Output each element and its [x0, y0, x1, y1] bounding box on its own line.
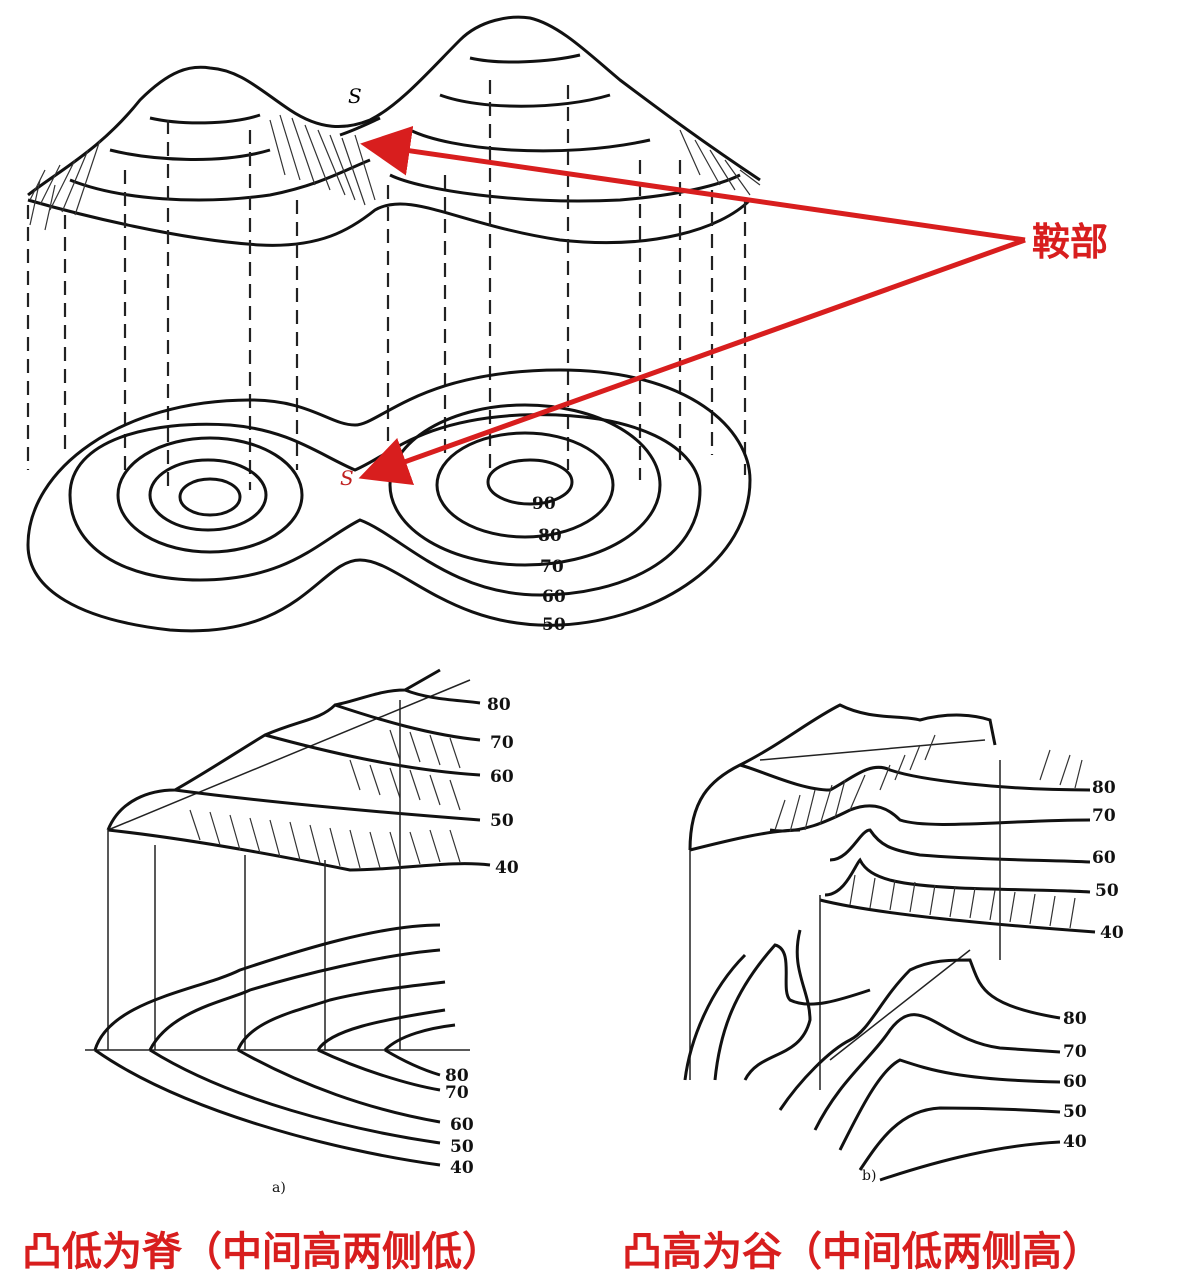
valley-lower-label-50: 50: [1063, 1102, 1087, 1122]
valley-upper-label-80: 80: [1092, 778, 1116, 798]
valley-diagram: 80 70 60 50 40 80 70 60 50 40 b): [683, 703, 1124, 1184]
ridge-upper-label-80: 80: [487, 695, 511, 715]
ridge-upper-label-50: 50: [490, 811, 514, 831]
contour-map: S 90 80 70 60 50: [26, 368, 752, 635]
contour-label-60: 60: [542, 587, 566, 607]
valley-lower-label-70: 70: [1063, 1042, 1087, 1062]
arrow-to-map-saddle: [358, 237, 1026, 486]
ridge-panel-label: a): [272, 1180, 286, 1196]
valley-upper-label-60: 60: [1092, 848, 1116, 868]
ridge-diagram: 80 70 60 50 40 80 70 60 50 40 a): [85, 668, 519, 1196]
three-d-terrain: S: [27, 15, 761, 247]
ridge-upper-label-70: 70: [490, 733, 514, 753]
ridge-lower-label-80: 80: [445, 1066, 469, 1086]
valley-upper-label-50: 50: [1095, 881, 1119, 901]
ridge-lower-label-40: 40: [450, 1158, 474, 1178]
ridge-lower-label-50: 50: [450, 1137, 474, 1157]
saddle-label: 鞍部: [1032, 220, 1108, 264]
ridge-upper-label-60: 60: [490, 767, 514, 787]
contour-label-90: 90: [532, 494, 556, 514]
valley-lower-label-40: 40: [1063, 1132, 1087, 1152]
valley-lower-label-80: 80: [1063, 1009, 1087, 1029]
contour-label-80: 80: [538, 526, 562, 546]
valley-upper-label-40: 40: [1100, 923, 1124, 943]
valley-upper-label-70: 70: [1092, 806, 1116, 826]
contour-label-70: 70: [540, 557, 564, 577]
saddle-arrows: 鞍部: [358, 126, 1108, 486]
valley-lower-label-60: 60: [1063, 1072, 1087, 1092]
hatching: [29, 114, 761, 231]
ridge-upper-label-40: 40: [495, 858, 519, 878]
saddle-symbol-map: S: [340, 466, 354, 490]
saddle-symbol-3d: S: [348, 84, 362, 108]
ridge-lower-label-70: 70: [445, 1083, 469, 1103]
projection-dashed-lines: [26, 80, 747, 490]
ridge-caption: 凸低为脊（中间高两侧低）: [22, 1229, 502, 1275]
arrow-to-3d-saddle: [360, 126, 1026, 243]
valley-caption: 凸高为谷（中间低两侧高）: [622, 1229, 1102, 1275]
contour-label-50: 50: [542, 615, 566, 635]
ridge-lower-label-60: 60: [450, 1115, 474, 1135]
valley-panel-label: b): [862, 1168, 876, 1184]
